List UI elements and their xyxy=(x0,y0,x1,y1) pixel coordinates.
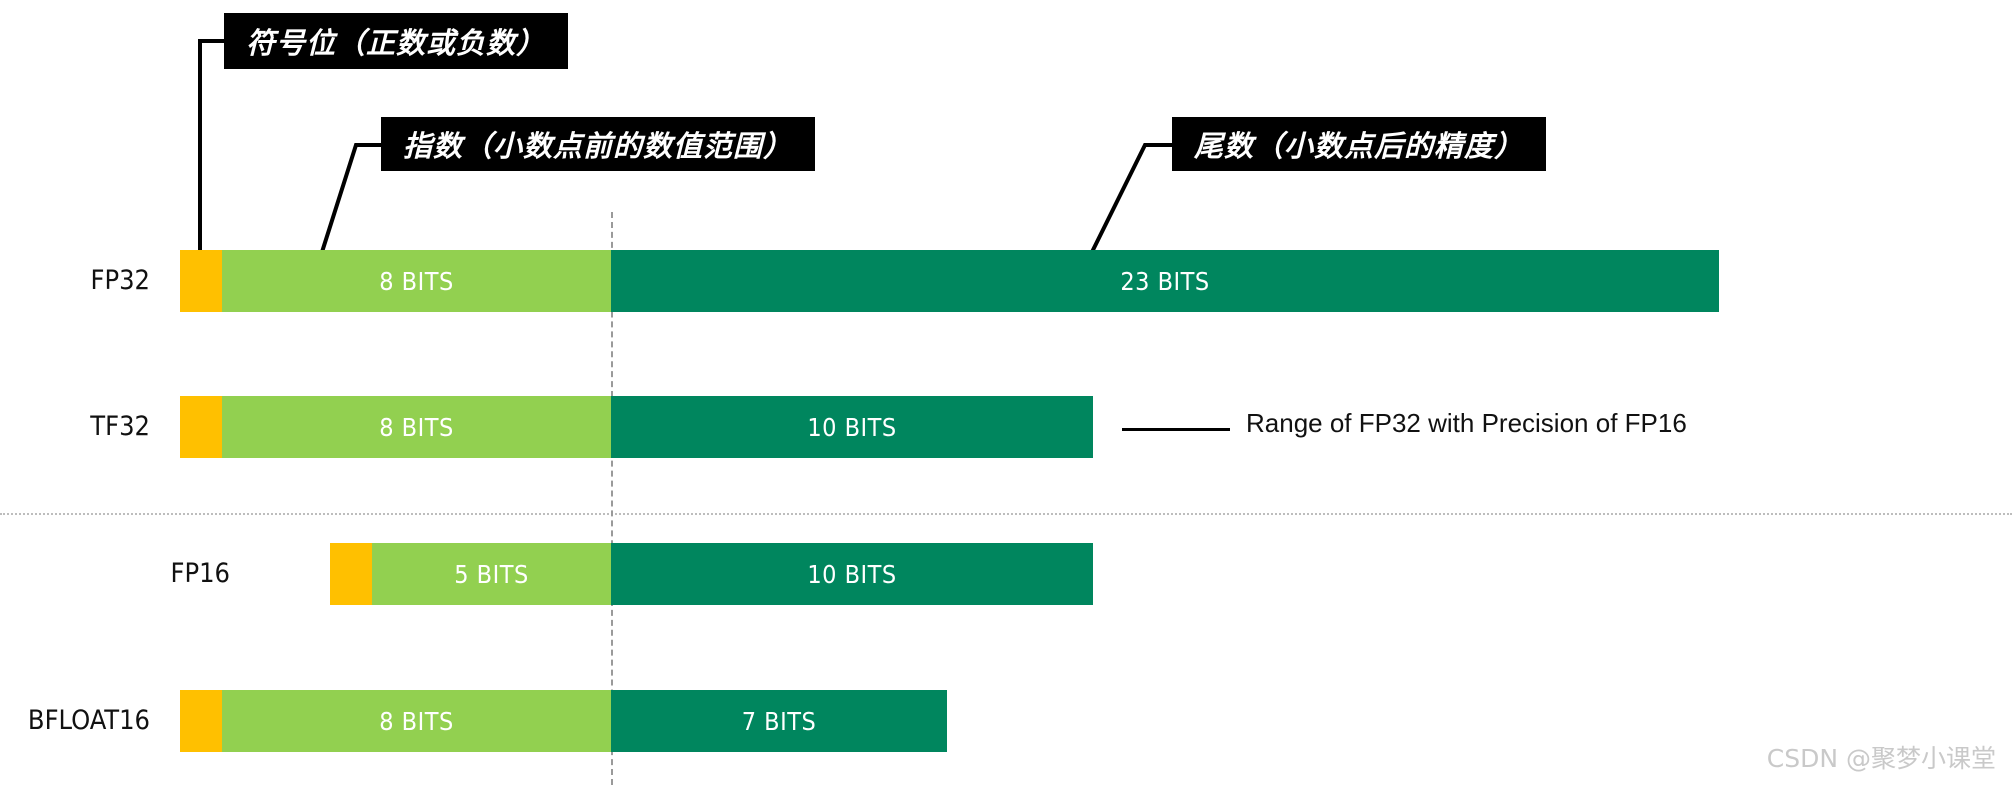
leader-exponent xyxy=(320,143,381,253)
group-divider-line xyxy=(0,513,2012,515)
segment-sign-fp16 xyxy=(330,543,372,605)
format-row-tf32: 8 BITS 10 BITS xyxy=(180,396,1093,458)
watermark: CSDN @聚梦小课堂 xyxy=(1766,744,1996,773)
tf32-range-precision-note: Range of FP32 with Precision of FP16 xyxy=(1246,408,1687,438)
leader-sign-bit xyxy=(198,39,224,252)
callout-mantissa: 尾数（小数点后的精度） xyxy=(1172,117,1547,171)
row-label-fp16: FP16 xyxy=(170,558,230,589)
row-label-fp32: FP32 xyxy=(90,265,150,296)
leader-mantissa xyxy=(1090,143,1172,253)
segment-mantissa-tf32: 10 BITS xyxy=(611,396,1093,458)
format-row-fp32: 8 BITS 23 BITS xyxy=(180,250,1719,312)
segment-mantissa-fp16: 10 BITS xyxy=(611,543,1093,605)
row-label-tf32: TF32 xyxy=(90,411,150,442)
exponent-mantissa-boundary-guide xyxy=(611,212,613,785)
segment-sign-tf32 xyxy=(180,396,222,458)
segment-exponent-bfloat16: 8 BITS xyxy=(222,690,611,752)
callout-exponent: 指数（小数点前的数值范围） xyxy=(381,117,816,171)
format-row-bfloat16: 8 BITS 7 BITS xyxy=(180,690,947,752)
segment-exponent-fp32: 8 BITS xyxy=(222,250,611,312)
segment-mantissa-fp32: 23 BITS xyxy=(611,250,1719,312)
tf32-note-rule xyxy=(1122,428,1230,431)
segment-sign-bfloat16 xyxy=(180,690,222,752)
segment-exponent-tf32: 8 BITS xyxy=(222,396,611,458)
segment-sign-fp32 xyxy=(180,250,222,312)
format-row-fp16: 5 BITS 10 BITS xyxy=(330,543,1093,605)
segment-exponent-fp16: 5 BITS xyxy=(372,543,611,605)
callout-sign-bit: 符号位（正数或负数） xyxy=(224,13,569,69)
segment-mantissa-bfloat16: 7 BITS xyxy=(611,690,947,752)
row-label-bfloat16: BFLOAT16 xyxy=(27,705,150,736)
